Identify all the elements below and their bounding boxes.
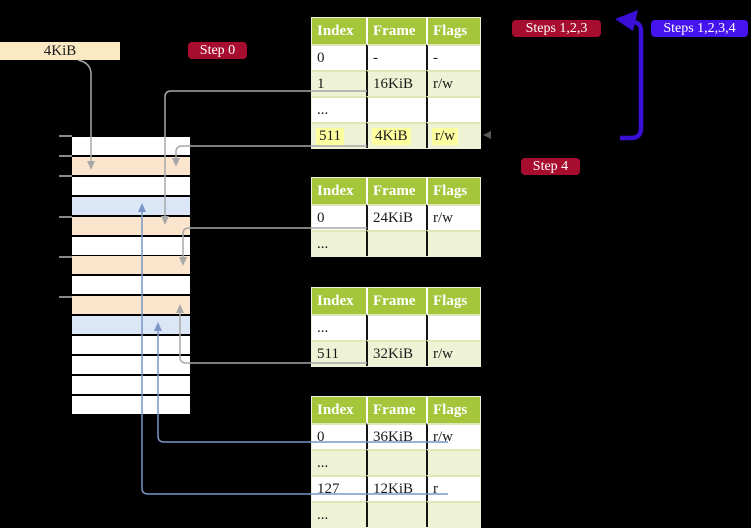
arrowhead-left-icon [615, 10, 638, 31]
table-row: ... [312, 96, 480, 122]
table-row: ... [312, 314, 480, 340]
table-cell: 127 [312, 475, 366, 501]
memory-frame-row-white [72, 236, 190, 255]
column-header: Frame [366, 397, 426, 423]
address-tick-mark [59, 155, 72, 157]
table-cell [426, 230, 480, 256]
badge-step-4: Step 4 [521, 158, 580, 175]
frame-size-box: 4KiB [0, 42, 120, 60]
address-tick-mark [59, 135, 72, 137]
memory-frame-row-white [72, 276, 190, 295]
table-cell: 0 [312, 423, 366, 449]
badge-step-0: Step 0 [188, 42, 247, 59]
table-row: 511 4KiB r/w [312, 122, 480, 148]
table-cell: r [426, 475, 480, 501]
table-cell: - [426, 44, 480, 70]
table-cell [366, 501, 426, 527]
address-tick-mark [59, 175, 72, 177]
memory-frame-row-white [72, 137, 190, 155]
table-cell: - [366, 44, 426, 70]
table-cell [366, 96, 426, 122]
column-header: Flags [426, 288, 480, 314]
table-cell [366, 314, 426, 340]
table-cell [426, 314, 480, 340]
table-cell: ... [312, 230, 366, 256]
highlighted-value: r/w [432, 127, 458, 145]
table-cell [366, 449, 426, 475]
memory-frame-row-white [72, 375, 190, 394]
memory-frame-row-blue [72, 196, 190, 215]
badge-steps-1234: Steps 1,2,3,4 [651, 20, 748, 37]
table-cell [426, 449, 480, 475]
table-cell: 511 [312, 122, 366, 148]
highlighted-value: 4KiB [372, 127, 411, 145]
memory-frame-row-white [72, 355, 190, 374]
column-header: Frame [366, 178, 426, 204]
table-row: ... [312, 501, 480, 527]
memory-frame-row-white [72, 395, 190, 414]
table-cell [426, 96, 480, 122]
arrowhead-into-pt1-icon [483, 131, 491, 139]
memory-frame-row-blue [72, 316, 190, 335]
memory-frame-row-white [72, 336, 190, 354]
arrow-steps-cycle [620, 19, 644, 141]
table-cell: 12KiB [366, 475, 426, 501]
column-header: Frame [366, 288, 426, 314]
table-row: ... [312, 230, 480, 256]
table-cell [366, 230, 426, 256]
column-header: Index [312, 18, 366, 44]
table-cell [426, 501, 480, 527]
table-cell: 24KiB [366, 204, 426, 230]
memory-frame-row-peach [72, 156, 190, 175]
table-cell: r/w [426, 340, 480, 366]
memory-frame-row-peach [72, 296, 190, 315]
column-header: Frame [366, 18, 426, 44]
column-header: Index [312, 178, 366, 204]
table-cell: 32KiB [366, 340, 426, 366]
column-header: Index [312, 288, 366, 314]
highlighted-value: 511 [316, 127, 344, 145]
table-row: ... [312, 449, 480, 475]
column-header: Flags [426, 397, 480, 423]
table-cell: 36KiB [366, 423, 426, 449]
table-cell: ... [312, 501, 366, 527]
table-cell: r/w [426, 423, 480, 449]
address-tick-mark [59, 296, 72, 298]
table-cell: ... [312, 96, 366, 122]
table-cell: 1 [312, 70, 366, 96]
table-cell: r/w [426, 122, 480, 148]
table-row: 0-- [312, 44, 480, 70]
table-cell: 511 [312, 340, 366, 366]
column-header: Index [312, 397, 366, 423]
column-header: Flags [426, 178, 480, 204]
table-cell: 4KiB [366, 122, 426, 148]
table-cell: 16KiB [366, 70, 426, 96]
memory-frame-row-peach [72, 256, 190, 275]
table-cell: r/w [426, 70, 480, 96]
address-tick-mark [59, 216, 72, 218]
memory-frame-row-white [72, 176, 190, 195]
table-cell: r/w [426, 204, 480, 230]
table-cell: ... [312, 314, 366, 340]
memory-frame-row-peach [72, 216, 190, 235]
address-tick-mark [59, 256, 72, 258]
table-cell: ... [312, 449, 366, 475]
table-cell: 0 [312, 44, 366, 70]
badge-steps-123: Steps 1,2,3 [512, 20, 601, 37]
column-header: Flags [426, 18, 480, 44]
table-cell: 0 [312, 204, 366, 230]
